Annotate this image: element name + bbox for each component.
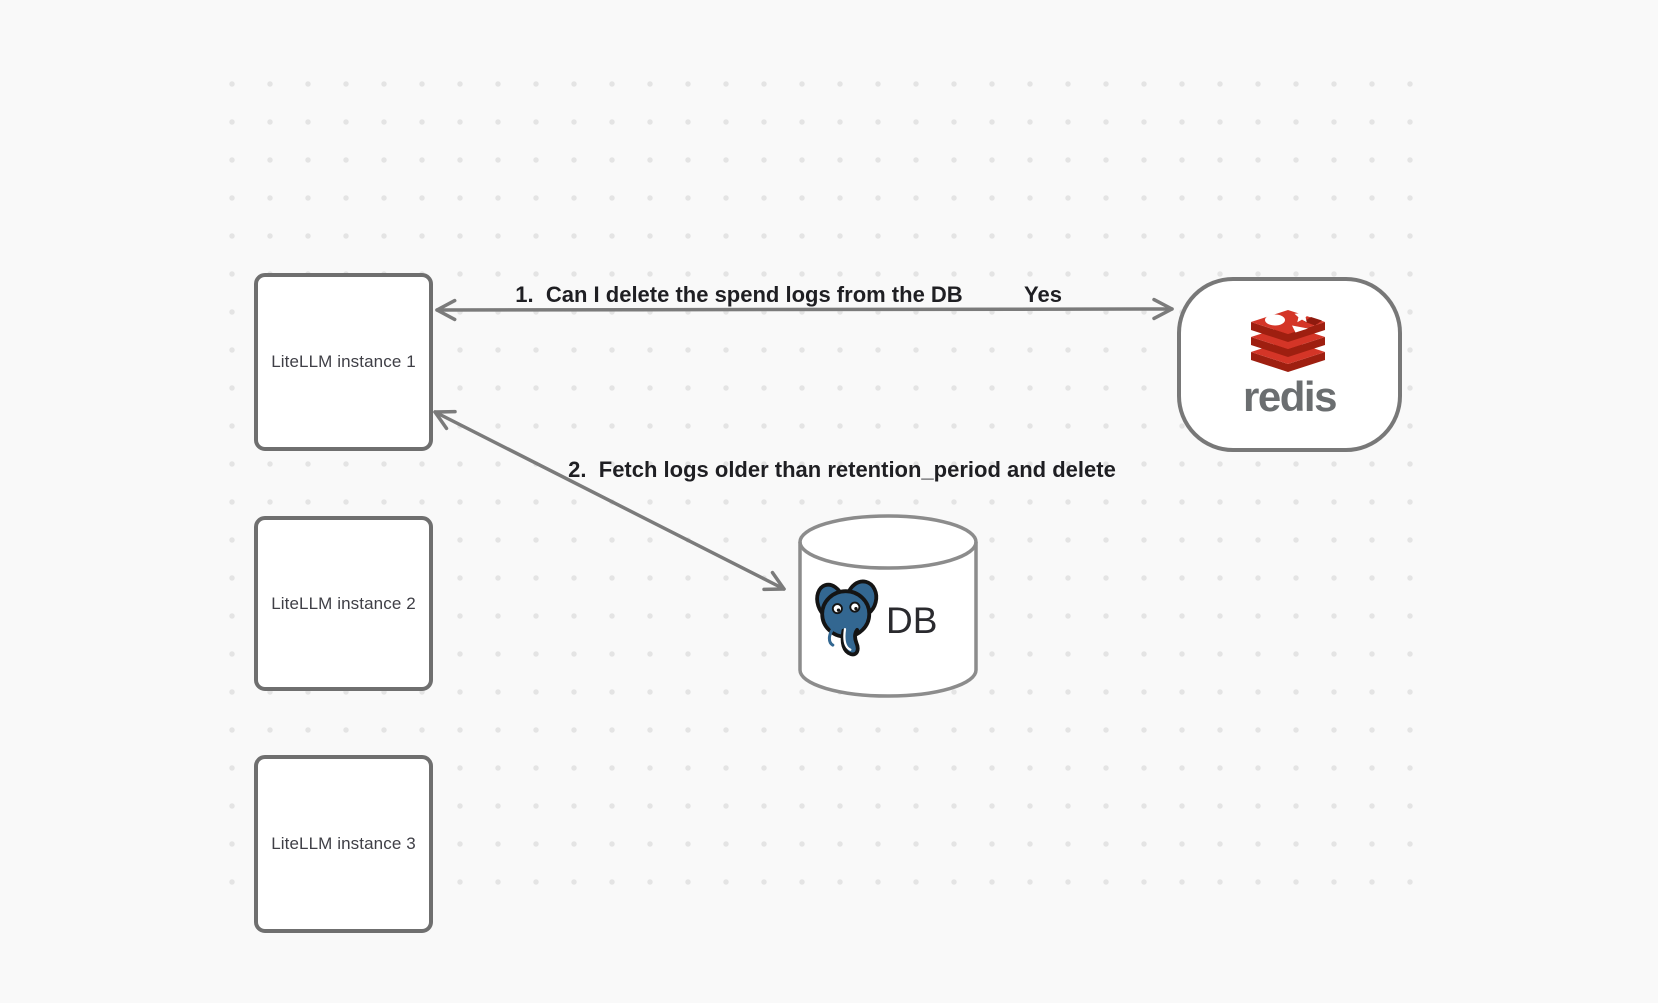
postgresql-elephant-icon [815, 579, 879, 657]
redis-logo-icon [1251, 308, 1325, 372]
node-litellm-instance-2[interactable]: LiteLLM instance 2 [254, 516, 433, 691]
arrow1-response-label: Yes [1024, 282, 1062, 307]
arrow2-label: 2. Fetch logs older than retention_perio… [568, 457, 1116, 482]
node-label: LiteLLM instance 2 [271, 593, 416, 613]
arrow1-label: 1. Can I delete the spend logs from the … [515, 282, 963, 307]
db-label: DB [886, 600, 938, 641]
node-label: LiteLLM instance 3 [271, 834, 416, 853]
node-redis[interactable]: redis [1177, 277, 1402, 452]
node-label: LiteLLM instance 1 [271, 352, 416, 371]
node-litellm-instance-1[interactable]: LiteLLM instance 1 [254, 273, 433, 451]
node-litellm-instance-3[interactable]: LiteLLM instance 3 [254, 755, 433, 933]
redis-wordmark: redis [1243, 373, 1337, 420]
